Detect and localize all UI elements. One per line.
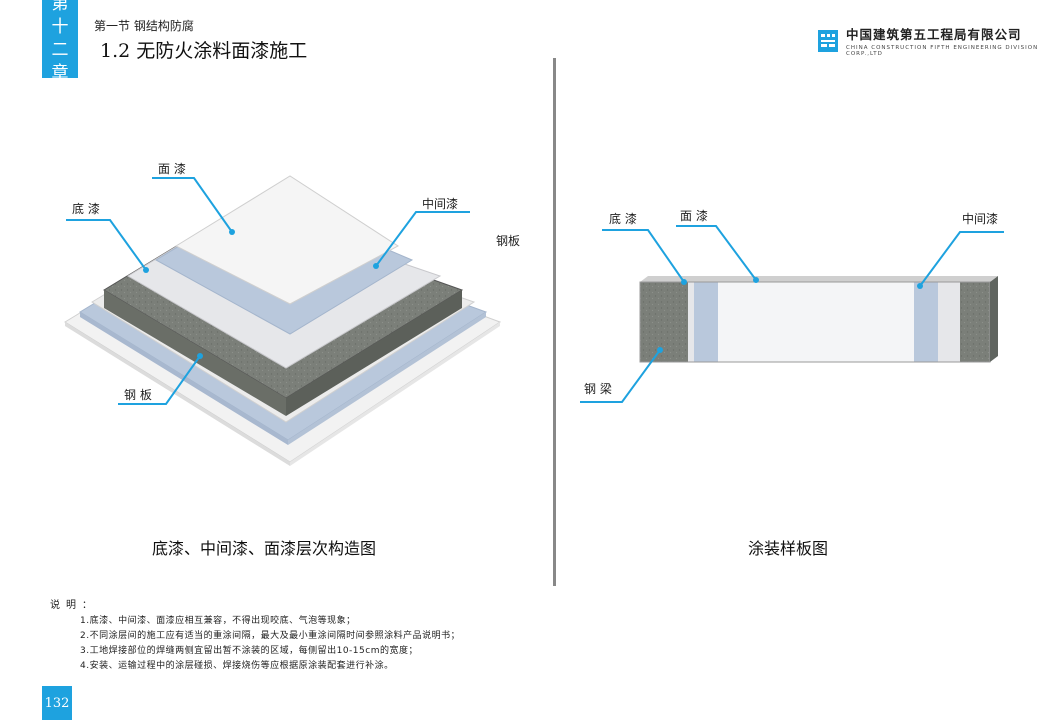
company-name-cn: 中国建筑第五工程局有限公司 — [846, 27, 1022, 42]
right-figure-caption: 涂装样板图 — [748, 539, 829, 558]
company-logo: 中国建筑第五工程局有限公司 CHINA CONSTRUCTION FIFTH E… — [818, 24, 1040, 57]
label-beam-primer: 底 漆 — [609, 212, 637, 226]
beam-middle-band-left — [694, 282, 718, 362]
leader-top-coat — [152, 177, 233, 233]
beam-left-end — [640, 282, 688, 362]
chapter-char: 十 — [51, 17, 69, 37]
leader-beam-primer — [602, 229, 685, 283]
leader-primer — [66, 219, 147, 271]
beam-top-coat — [718, 282, 914, 362]
beam-middle-band-right — [914, 282, 938, 362]
chapter-char: 章 — [51, 63, 69, 83]
label-beam-steel: 钢 梁 — [584, 382, 612, 396]
beam-right-end — [960, 282, 990, 362]
vertical-divider — [553, 58, 556, 586]
chapter-char: 二 — [51, 40, 69, 60]
label-middle-coat: 中间漆 — [422, 197, 459, 211]
logo-mark-icon — [818, 29, 838, 52]
label-primer: 底 漆 — [72, 202, 100, 216]
leader-beam-steel — [580, 349, 661, 403]
note-item: 1.底漆、中间漆、面漆应相互兼容，不得出现咬底、气泡等现象； — [80, 616, 356, 626]
leader-beam-middle-coat — [919, 231, 1004, 287]
label-steel-plate-right: 钢板 — [496, 234, 521, 248]
top-coat-layer — [174, 175, 399, 305]
note-item: 4.安装、运输过程中的涂层碰损、焊接烧伤等应根据原涂装配套进行补涂。 — [80, 661, 394, 671]
page-number: 132 — [42, 686, 72, 720]
chapter-tab: 第 十 二 章 — [42, 0, 78, 83]
leader-middle-coat — [375, 211, 470, 267]
beam-primer-band-left — [688, 282, 694, 362]
layer-structure-diagram — [64, 175, 502, 466]
leader-steel-plate — [118, 355, 201, 405]
company-name-en: CHINA CONSTRUCTION FIFTH ENGINEERING DIV… — [846, 45, 1039, 57]
note-item: 2.不同涂层间的施工应有适当的重涂间隔，最大及最小重涂间隔时间参照涂料产品说明书… — [80, 631, 461, 641]
notes-title: 说明： — [50, 600, 98, 611]
note-item: 3.工地焊接部位的焊缝两侧宜留出暂不涂装的区域，每侧留出10-15cm的宽度； — [80, 646, 418, 656]
chapter-char: 第 — [51, 0, 69, 14]
coating-sample-diagram — [580, 225, 1004, 403]
label-beam-middle-coat: 中间漆 — [962, 212, 999, 226]
page-title: 1.2 无防火涂料面漆施工 — [100, 40, 308, 62]
label-top-coat: 面 漆 — [158, 162, 186, 176]
label-steel-plate: 钢 板 — [124, 388, 152, 402]
leader-beam-top-coat — [676, 225, 757, 281]
left-figure-caption: 底漆、中间漆、面漆层次构造图 — [152, 539, 377, 558]
notes-section: 说明： 1.底漆、中间漆、面漆应相互兼容，不得出现咬底、气泡等现象； 2.不同涂… — [50, 596, 460, 674]
beam-primer-band-right — [938, 282, 960, 362]
label-beam-top-coat: 面 漆 — [680, 209, 708, 223]
section-label: 第一节 钢结构防腐 — [94, 19, 194, 33]
